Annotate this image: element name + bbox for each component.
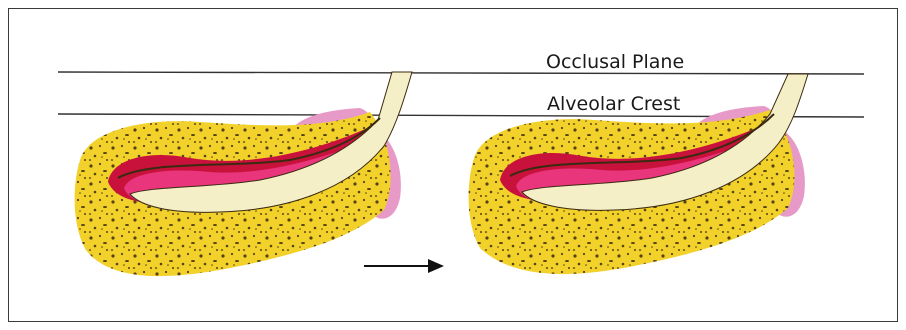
occlusal-plane-line [58, 72, 864, 74]
occlusal-plane-label: Occlusal Plane [546, 51, 684, 73]
alveolar-crest-label: Alveolar Crest [547, 93, 680, 115]
progression-arrow [364, 259, 444, 273]
jaw-section-before [75, 72, 412, 276]
